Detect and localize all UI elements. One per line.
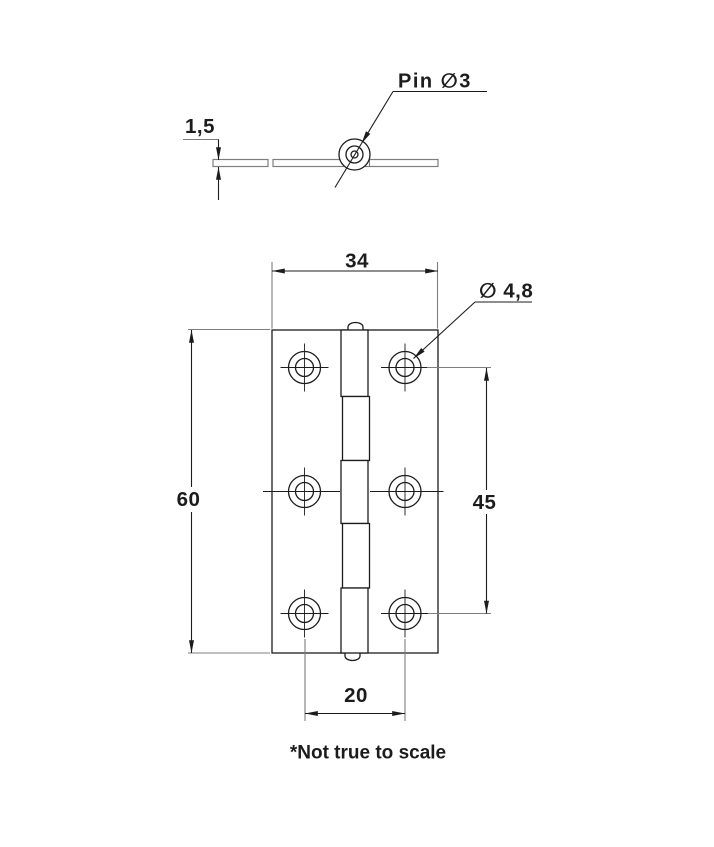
leader-hole-diameter: ∅ 4,8 (413, 280, 533, 359)
dimension-hole-spacing-horizontal: 20 (304, 639, 406, 721)
leader-slash-line (334, 143, 362, 188)
pin-barrel-inner-circle (345, 145, 364, 164)
screw-hole-middle-right (388, 467, 422, 516)
pin-bottom-tip (344, 653, 361, 662)
screw-hole-middle-left (287, 467, 322, 516)
knuckle (340, 329, 371, 654)
hole-inner (395, 481, 415, 502)
front-view (263, 321, 444, 662)
pin-leader: Pin ∅3 (334, 71, 487, 188)
pin-cross-section-circle (350, 150, 359, 159)
knuckle-segment (340, 459, 369, 525)
dimension-value-height: 60 (177, 488, 201, 511)
knuckle-segment (341, 395, 371, 462)
leader-arrow-line (361, 91, 394, 144)
pin-label: Pin ∅3 (398, 71, 472, 93)
knuckle-segment (340, 587, 369, 654)
hole-outer (388, 474, 422, 509)
screw-hole-top-right (381, 343, 429, 392)
knuckle-segment (341, 522, 371, 589)
hole-inner (294, 357, 315, 378)
hole-outer (388, 350, 422, 385)
side-view: 1,5 Pin ∅3 (183, 71, 487, 200)
dimension-value-horizontal-spacing: 20 (344, 684, 368, 707)
screw-hole-bottom-right (381, 589, 429, 638)
dimension-plate-thickness: 1,5 (183, 115, 221, 200)
screw-hole-bottom-left (280, 589, 329, 638)
dimension-total-height: 60 (177, 328, 270, 654)
footnote: *Not true to scale (290, 743, 446, 764)
dimension-value-vertical-spacing: 45 (473, 491, 497, 514)
hole-diameter-label: ∅ 4,8 (479, 280, 533, 303)
hole-inner (294, 481, 315, 502)
hole-outer (388, 596, 422, 631)
pin-top-tip (347, 321, 364, 330)
hole-inner (395, 357, 415, 378)
dimension-leaf-width: 34 (271, 250, 439, 329)
hole-outer (287, 474, 322, 509)
dimension-value-width: 34 (345, 250, 369, 273)
hole-outer (287, 596, 322, 631)
leader-arrow-line (413, 301, 476, 359)
hole-inner (395, 603, 415, 624)
screw-holes (280, 343, 429, 638)
knuckle-segment (340, 329, 369, 398)
dimension-value-thickness: 1,5 (185, 115, 215, 138)
hole-inner (294, 603, 315, 624)
dimension-hole-spacing-vertical: 45 (427, 366, 497, 615)
hole-outer (287, 350, 322, 385)
screw-hole-top-left (280, 343, 329, 392)
leaf-left-edge-view (212, 158, 269, 168)
